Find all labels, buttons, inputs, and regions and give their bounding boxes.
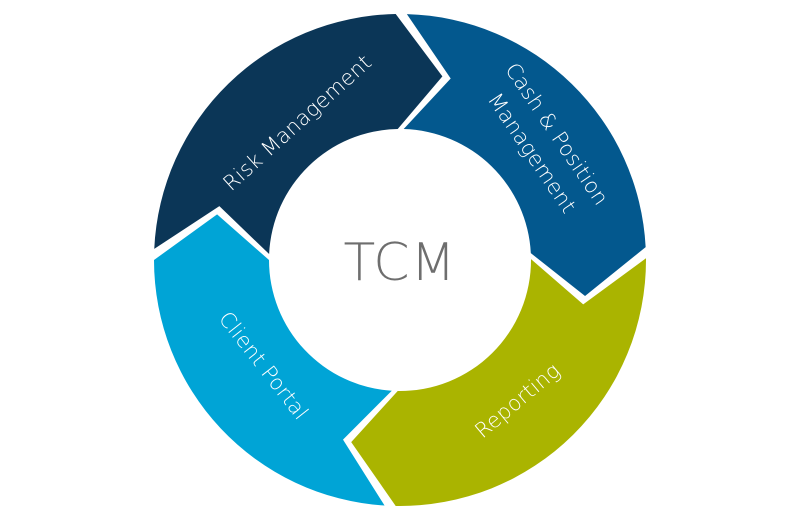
segment-client-portal <box>154 214 392 506</box>
center-label: TCM <box>344 233 457 293</box>
segments-layer <box>154 14 646 506</box>
segment-cash-position-management <box>403 14 646 296</box>
segment-reporting <box>351 258 646 506</box>
segment-risk-management <box>154 14 443 255</box>
